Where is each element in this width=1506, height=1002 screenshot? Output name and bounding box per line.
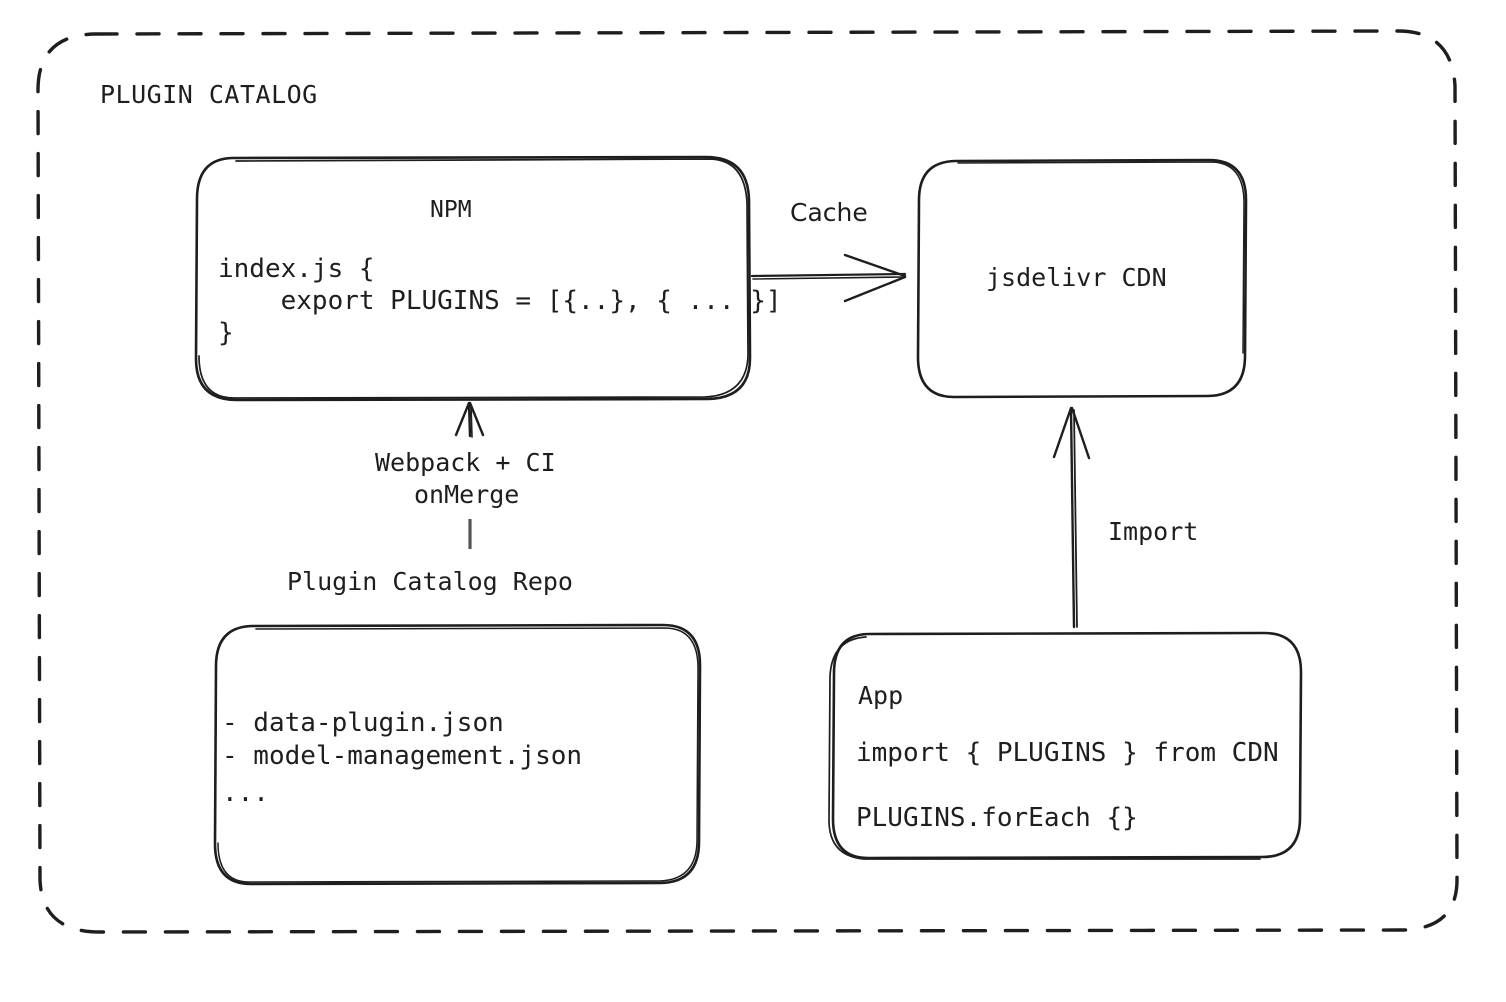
- repo-list-item: - model-management.json: [222, 741, 583, 771]
- repo-list-item: ...: [222, 778, 269, 808]
- import-arrow: [1052, 406, 1091, 629]
- app-code-line-2: PLUGINS.forEach {}: [856, 803, 1138, 833]
- npm-code-line-3: }: [218, 318, 234, 348]
- repo-list-item: - data-plugin.json: [222, 708, 504, 738]
- repo-node-caption: Plugin Catalog Repo: [287, 567, 573, 596]
- npm-node-title: NPM: [430, 197, 472, 223]
- npm-code-line-1: index.js {: [218, 254, 375, 284]
- cdn-node-title: jsdelivr CDN: [986, 263, 1167, 292]
- build-edge-label-line-2: onMerge: [414, 480, 520, 509]
- npm-code-line-2: export PLUGINS = [{..}, { ... }]: [218, 286, 782, 316]
- app-node-title: App: [858, 681, 904, 710]
- cache-edge-label: Cache: [790, 198, 868, 227]
- import-edge-label: Import: [1108, 517, 1199, 546]
- build-edge-label-line-1: Webpack + CI: [375, 448, 556, 477]
- app-code-line-1: import { PLUGINS } from CDN: [856, 738, 1279, 768]
- plugin-catalog-title: PLUGIN CATALOG: [100, 80, 318, 109]
